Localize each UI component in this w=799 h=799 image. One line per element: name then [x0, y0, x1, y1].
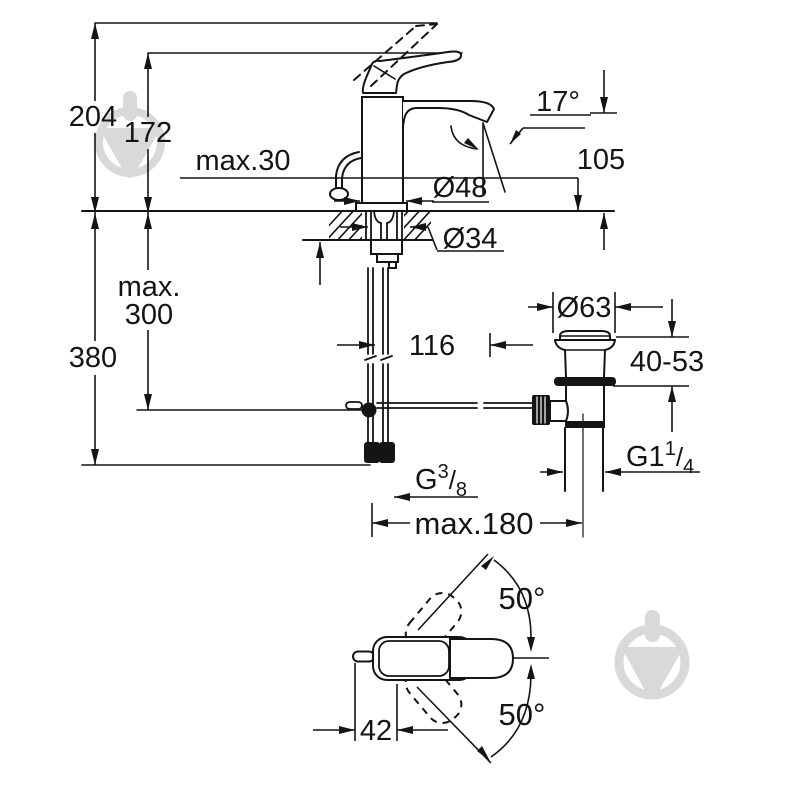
label-height-to-handle: 172: [124, 117, 172, 149]
faucet-body: [361, 96, 404, 205]
label-center-distance: max.180: [415, 506, 534, 541]
seal-ring: [554, 377, 616, 386]
label-total-depth: 380: [69, 342, 117, 374]
label-deck-thickness: max.30: [195, 145, 290, 177]
label-spout-reach: 116: [409, 330, 455, 362]
pop-up-linkage-rod: [345, 401, 551, 410]
watermark-logo-bottom-right: [614, 610, 690, 700]
spout: [402, 100, 495, 127]
label-waste-clamp-range: 40-53: [630, 346, 704, 378]
top-view-rod-stub: [352, 650, 375, 663]
label-spout-angle: 17°: [536, 86, 580, 118]
label-hole-diameter: Ø34: [443, 223, 498, 255]
label-swivel-lower: 50°: [499, 697, 546, 732]
label-base-diameter: Ø48: [433, 172, 488, 204]
water-stream-angle: [450, 122, 506, 195]
label-height-overall: 204: [69, 101, 117, 133]
hose-connector: [379, 442, 395, 463]
label-supply-thread: G3/8: [415, 461, 467, 501]
label-waste-thread: G11/4: [626, 438, 694, 478]
rod-ball-joint: [361, 402, 377, 418]
shank: [365, 210, 403, 241]
top-view-arrowheads: [339, 556, 535, 761]
lever-handle-raised-dashed: [353, 23, 438, 87]
label-swivel-upper: 50°: [499, 581, 546, 616]
dimension-labels: 204 172 max.30 17° 105 Ø48 Ø34 max. 300 …: [69, 86, 704, 747]
lever-handle: [361, 50, 463, 94]
top-view: [313, 553, 549, 764]
hose-connector: [364, 442, 380, 463]
dimension-arrowheads: [91, 23, 676, 527]
label-handle-offset: 42: [360, 715, 392, 747]
top-view-lever: [449, 638, 515, 679]
waste-assembly: [532, 330, 616, 538]
pop-up-rod: [329, 151, 362, 201]
label-waste-diameter: Ø63: [557, 292, 612, 324]
base-plate: [355, 202, 408, 212]
supply-hoses: [364, 267, 393, 444]
mounting-nut: [370, 239, 403, 255]
label-below-deck-max-1: max.: [118, 271, 181, 303]
watermark-logo-top-left: [95, 91, 165, 178]
label-spout-height: 105: [577, 144, 625, 176]
label-below-deck-max-2: 300: [125, 299, 173, 331]
